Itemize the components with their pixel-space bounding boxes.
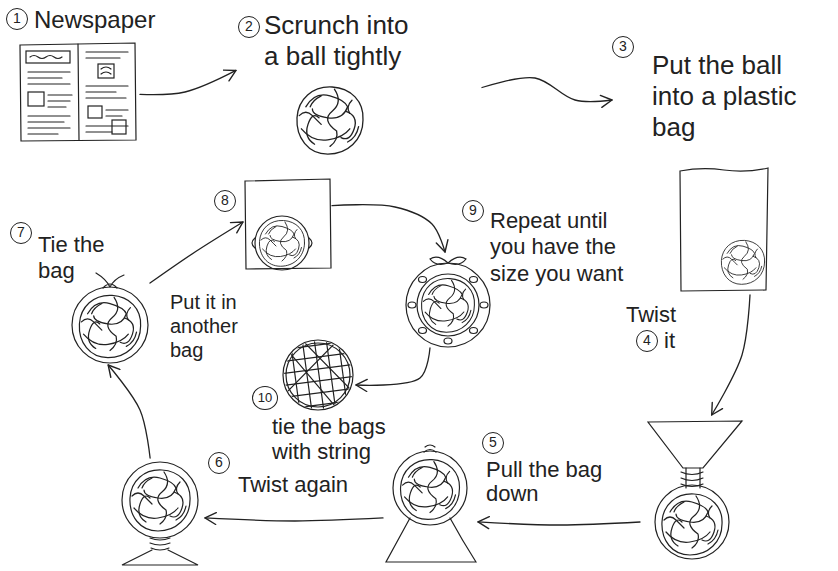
ball-drawing [297,87,363,154]
step-text: Put it in another bag [170,290,252,362]
twisted-again-drawing [122,462,198,565]
flow-arrow [482,78,612,102]
step-number: 3 [612,36,634,58]
step-number: 7 [10,222,32,244]
step-node: 8Put it in another bag [243,178,332,270]
step-node: Twist4it [640,415,752,562]
step-number: 6 [208,452,230,474]
step-text: Put the ball into a plastic bag [652,50,810,144]
step-node: 5Pull the bag down [383,448,478,565]
flow-arrow [150,222,243,283]
twisted-bag-drawing [648,421,742,559]
flow-arrow [712,295,750,415]
flow-arrow [140,70,236,94]
step-node: 9Repeat until you have the size you want [405,252,492,348]
step-text: Twist [626,302,698,328]
step-number: 4 [636,330,658,352]
step-node: 6Twist again [115,458,205,568]
newspaper-drawing [20,43,136,141]
step-node: 3Put the ball into a plastic bag [612,35,800,295]
step-node: 1Newspaper [8,8,140,143]
step-node: 10tie the bags with string [280,338,356,412]
step-node: 2Scrunch into a ball tightly [236,10,482,165]
step-number: 8 [214,190,236,212]
step-text: Repeat until you have the size you want [490,208,632,287]
step-number: 1 [6,8,28,30]
step-number: 9 [462,200,484,222]
step-text: it [664,328,694,354]
step-text: Tie the bag [38,232,126,285]
second-bag-drawing [245,179,331,270]
flow-arrow [205,518,383,521]
flow-arrow [478,522,640,525]
step-text: Scrunch into a ball tightly [264,10,422,72]
step-text: tie the bags with string [272,414,400,465]
pulled-bag-drawing [386,445,476,562]
step-number: 10 [252,386,278,410]
step-number: 5 [482,432,504,454]
tied-bag-drawing [72,273,148,363]
flow-arrow [332,205,445,252]
step-node: 7Tie the bag [68,268,150,365]
bag-drawing [680,168,768,291]
step-number: 2 [238,16,260,38]
layered-ball-drawing [406,257,490,347]
flow-arrow [108,365,150,458]
step-text: Twist again [238,472,368,498]
string-ball-drawing [280,338,356,412]
step-text: Newspaper [34,6,184,35]
flow-arrow [356,348,430,385]
step-text: Pull the bag down [486,458,626,506]
